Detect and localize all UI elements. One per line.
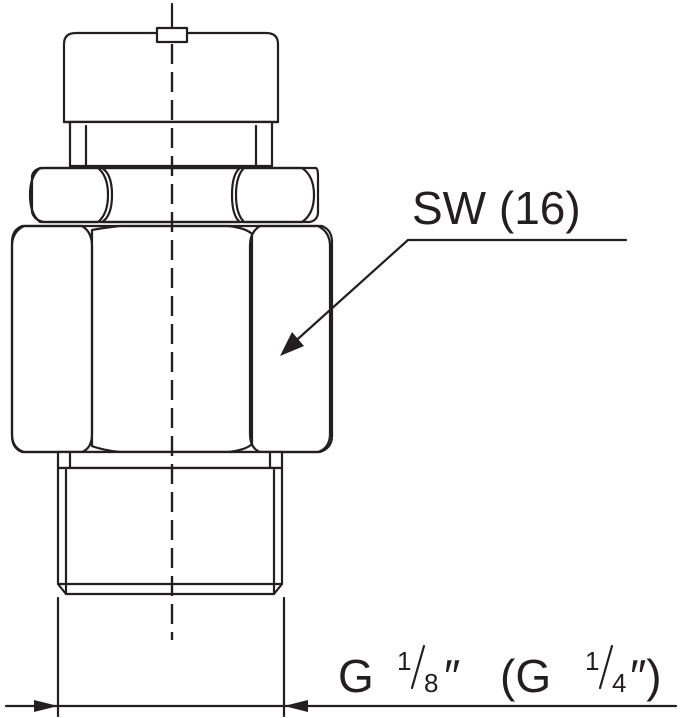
thread-inch-mark: ″	[444, 650, 460, 702]
thread-alt-denominator: 4	[612, 668, 626, 698]
fraction-slash-alt	[598, 644, 614, 690]
thread-alt-close: ″)	[630, 650, 662, 702]
wrench-size-leader	[280, 238, 628, 356]
thread-alt-open: (G	[500, 650, 551, 702]
wrench-size-label: SW (16)	[412, 182, 581, 234]
thread-fraction-numerator: 1	[397, 646, 411, 676]
screwdriver-slot	[155, 26, 189, 44]
dimension-arrow-right	[284, 700, 308, 712]
leader-arrowhead	[280, 332, 304, 356]
thread-fraction-denominator: 8	[424, 668, 438, 698]
threaded-shank	[56, 450, 284, 596]
thread-alt-numerator: 1	[585, 646, 599, 676]
thread-g-label: G	[338, 650, 374, 702]
fraction-slash	[410, 644, 426, 690]
upper-hex-nut	[28, 166, 320, 224]
thread-dimension	[4, 596, 678, 718]
dimension-arrow-left	[34, 700, 58, 712]
